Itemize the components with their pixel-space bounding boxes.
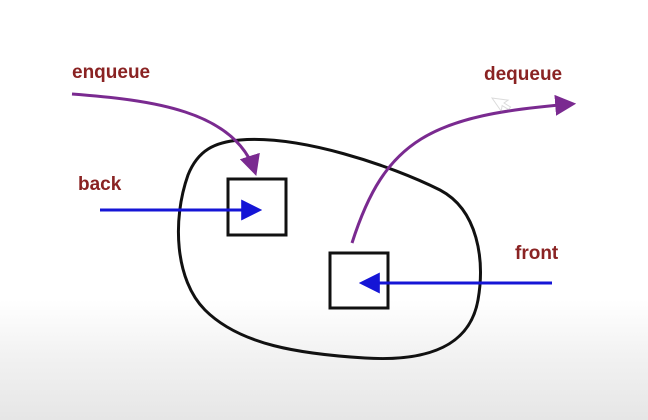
queue-container-outline xyxy=(176,137,482,361)
front-label: front xyxy=(515,243,559,264)
dequeue-label: dequeue xyxy=(484,64,562,85)
back-label: back xyxy=(78,174,122,195)
front-element-box xyxy=(328,251,390,310)
back-element-box xyxy=(226,177,288,237)
arrow-cursor-icon xyxy=(490,97,512,113)
dequeue-arrow xyxy=(350,94,577,244)
enqueue-label: enqueue xyxy=(72,62,150,83)
enqueue-arrow xyxy=(71,92,260,176)
